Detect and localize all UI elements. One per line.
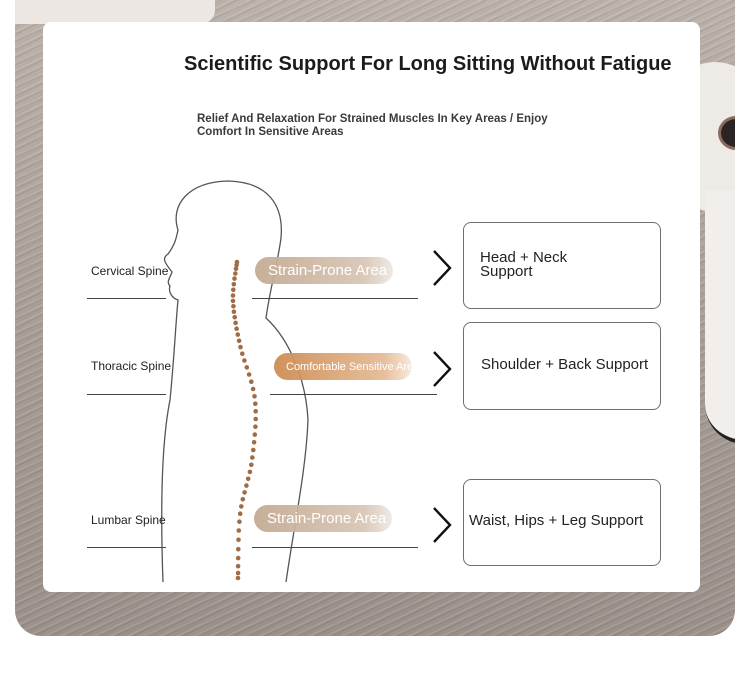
spine-vertebra-dot xyxy=(232,276,237,281)
cervical-spine-label: Cervical Spine xyxy=(91,264,169,278)
spine-vertebra-dot xyxy=(240,351,245,357)
spine-vertebra-dot xyxy=(235,563,241,569)
spine-vertebra-dot xyxy=(253,401,258,407)
cervical-area-pill: Strain-Prone Area xyxy=(255,257,393,284)
spine-vertebra-dot xyxy=(236,338,242,344)
spine-vertebra-dot xyxy=(235,570,241,576)
shoulder-back-support-box: Shoulder + Back Support xyxy=(463,322,661,410)
chevron-right-icon xyxy=(433,351,452,387)
spine-vertebra-dot xyxy=(233,266,239,272)
spine-vertebra-dot xyxy=(244,483,249,488)
spine-vertebra-dot xyxy=(252,432,258,437)
spine-vertebra-dot xyxy=(233,320,238,326)
waist-hips-leg-support-box: Waist, Hips + Leg Support xyxy=(463,479,661,566)
lumbar-area-label: Strain-Prone Area xyxy=(267,510,387,527)
spine-vertebra-dot xyxy=(230,298,236,304)
spine-vertebra-dot xyxy=(235,555,241,561)
spine-vertebra-dot xyxy=(245,476,251,482)
page-title: Scientific Support For Long Sitting With… xyxy=(184,53,672,75)
spine-vertebra-dot xyxy=(251,440,257,445)
spine-dots xyxy=(230,259,258,581)
spine-vertebra-dot xyxy=(231,287,236,293)
spine-vertebra-dot xyxy=(249,379,254,385)
spine-vertebra-dot xyxy=(247,469,253,475)
spine-vertebra-dot xyxy=(239,504,244,509)
cervical-area-label: Strain-Prone Area xyxy=(268,262,388,279)
spine-vertebra-dot xyxy=(231,303,236,309)
lumbar-area-pill: Strain-Prone Area xyxy=(254,505,392,532)
spine-vertebra-dot xyxy=(230,293,236,298)
sofa-edge xyxy=(15,0,215,24)
spine-vertebra-dot xyxy=(253,416,258,422)
spine-vertebra-dot xyxy=(231,281,237,287)
cervical-left-line xyxy=(87,298,166,299)
spine-vertebra-dot xyxy=(249,462,254,468)
spine-vertebra-dot xyxy=(231,309,237,315)
spine-vertebra-dot xyxy=(240,497,246,502)
spine-vertebra-dot xyxy=(253,409,258,414)
spine-vertebra-dot xyxy=(235,332,241,337)
spine-vertebra-dot xyxy=(242,358,247,363)
thoracic-area-pill: Comfortable Sensitive Areas xyxy=(274,353,412,380)
lumbar-spine-label: Lumbar Spine xyxy=(91,513,166,527)
spine-vertebra-dot xyxy=(251,447,256,453)
chevron-right-icon xyxy=(433,250,452,286)
spine-vertebra-dot xyxy=(233,271,238,276)
spine-vertebra-dot xyxy=(237,519,242,524)
spine-vertebra-dot xyxy=(242,490,247,495)
spine-vertebra-dot xyxy=(236,537,241,543)
thoracic-area-label: Comfortable Sensitive Areas xyxy=(286,360,412,373)
spine-vertebra-dot xyxy=(250,386,256,392)
side-table-leg xyxy=(705,190,735,444)
page-subtitle: Relief And Relaxation For Strained Muscl… xyxy=(197,113,548,138)
spine-vertebra-dot xyxy=(244,365,250,370)
spine-vertebra-dot xyxy=(232,314,237,320)
thoracic-left-line xyxy=(87,394,166,395)
spine-vertebra-dot xyxy=(234,326,239,332)
spine-vertebra-dot xyxy=(236,546,241,552)
thoracic-right-line xyxy=(270,394,437,395)
spine-vertebra-dot xyxy=(235,575,241,581)
spine-vertebra-dot xyxy=(234,262,239,268)
chevron-right-icon xyxy=(433,507,452,543)
spine-vertebra-dot xyxy=(236,528,242,533)
spine-vertebra-dot xyxy=(246,372,252,377)
lumbar-left-line xyxy=(87,547,166,548)
spine-vertebra-dot xyxy=(250,455,255,460)
head-neck-support-label: Head + Neck Support xyxy=(480,249,568,280)
thoracic-spine-label: Thoracic Spine xyxy=(91,359,172,373)
spine-vertebra-dot xyxy=(237,511,243,516)
cervical-right-line xyxy=(252,298,418,299)
waist-hips-leg-support-label: Waist, Hips + Leg Support xyxy=(469,512,644,529)
spine-vertebra-dot xyxy=(253,424,258,430)
spine-vertebra-dot xyxy=(238,344,243,350)
spine-vertebra-dot xyxy=(252,394,257,399)
head-neck-support-box: Head + Neck Support xyxy=(463,222,661,309)
shoulder-back-support-label: Shoulder + Back Support xyxy=(481,356,649,373)
lumbar-right-line xyxy=(252,547,418,548)
